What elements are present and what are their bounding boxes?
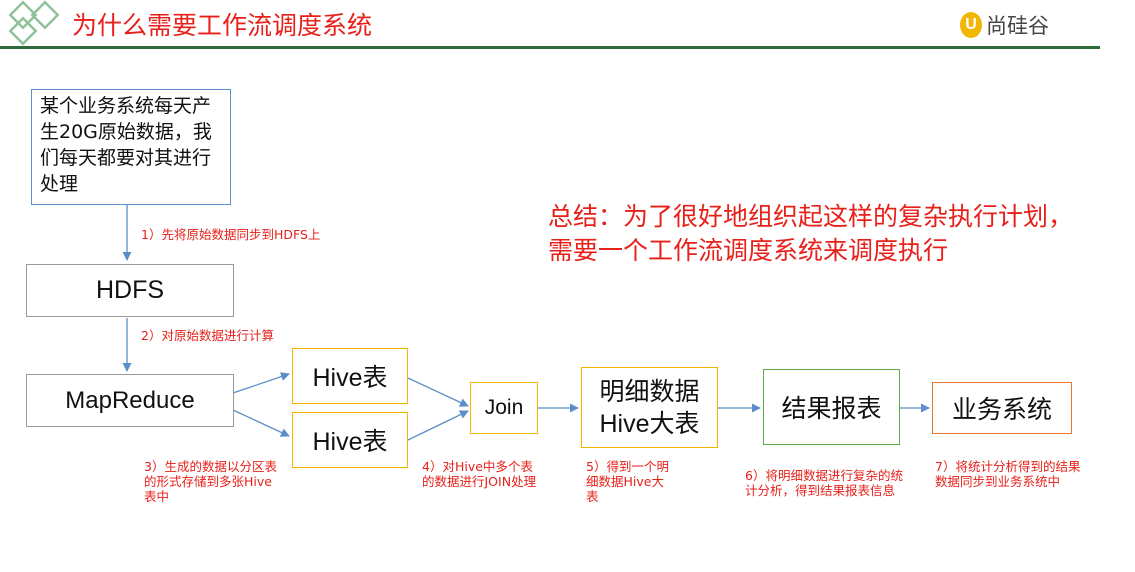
business-system-label: 业务系统 <box>951 396 1052 424</box>
arrow-hive1-join <box>407 377 469 407</box>
note-step-3: 3）生成的数据以分区表的形式存储到多张Hive表中 <box>144 459 277 504</box>
business-system-box: 业务系统 <box>932 382 1072 434</box>
report-label: 结果报表 <box>781 395 882 423</box>
note-step-6: 6）将明细数据进行复杂的统计分析，得到结果报表信息 <box>745 468 903 498</box>
hdfs-box: HDFS <box>26 264 234 317</box>
note-step-4: 4）对Hive中多个表的数据进行JOIN处理 <box>422 459 537 489</box>
source-system-box: 某个业务系统每天产生20G原始数据，我们每天都要对其进行处理 <box>31 89 231 205</box>
note-step-2: 2）对原始数据进行计算 <box>141 328 274 343</box>
arrow-mapreduce-hive1 <box>232 372 290 394</box>
brand-mark-icon: U <box>960 12 982 38</box>
source-system-text: 某个业务系统每天产生20G原始数据，我们每天都要对其进行处理 <box>40 95 212 195</box>
header-divider <box>0 46 1100 49</box>
arrow-hive2-join <box>407 410 469 441</box>
note-step-5: 5）得到一个明细数据Hive大表 <box>586 459 669 504</box>
hive-table-box-2: Hive表 <box>292 412 408 468</box>
brand-logo: U 尚硅谷 <box>960 10 1049 40</box>
note-step-1: 1）先将原始数据同步到HDFS上 <box>141 227 321 242</box>
hdfs-label: HDFS <box>95 276 165 304</box>
header-logo-icon <box>8 0 60 46</box>
join-box: Join <box>470 382 538 434</box>
hive-table-box-1: Hive表 <box>292 348 408 404</box>
page-title: 为什么需要工作流调度系统 <box>72 11 373 40</box>
join-label: Join <box>484 396 524 419</box>
mapreduce-box: MapReduce <box>26 374 234 427</box>
arrow-mapreduce-hive2 <box>232 409 290 437</box>
report-box: 结果报表 <box>763 369 900 445</box>
summary-text: 总结：为了很好地组织起这样的复杂执行计划，需要一个工作流调度系统来调度执行 <box>548 202 1074 265</box>
hive-table-label-1: Hive表 <box>312 364 388 392</box>
note-step-7: 7）将统计分析得到的结果数据同步到业务系统中 <box>935 459 1081 489</box>
mapreduce-label: MapReduce <box>65 386 195 414</box>
detail-table-label: 明细数据Hive大表 <box>599 377 700 438</box>
brand-name: 尚硅谷 <box>986 14 1049 38</box>
hive-table-label-2: Hive表 <box>312 428 388 456</box>
detail-table-box: 明细数据Hive大表 <box>581 367 718 448</box>
